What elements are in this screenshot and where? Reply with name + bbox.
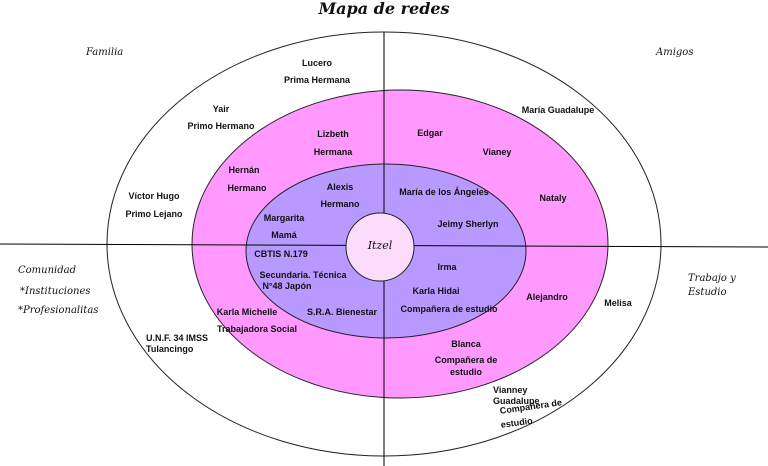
person-name: Karla Hidai [412, 286, 460, 296]
person-name: María Guadalupe [521, 105, 595, 115]
institution-label: Secundaria. Técnica [259, 270, 347, 280]
person-role: Hermana [313, 147, 353, 157]
center-circle [345, 212, 415, 282]
institution-label: U.N.F. 34 IMSS [146, 333, 209, 343]
person-name: Víctor Hugo [128, 191, 180, 201]
note-profesionalitas: *Profesionalitas [18, 305, 99, 316]
person-name: Vianey [482, 147, 512, 157]
person-name: Lizbeth [317, 129, 349, 139]
center-label: Itzel [367, 239, 393, 252]
institution-label: S.R.A. Bienestar [306, 307, 378, 317]
quadrant-trabajo: Trabajo y Estudio [688, 273, 736, 298]
person-name: Karla Michelle [216, 307, 278, 317]
person-role: Primo Hermano [187, 121, 255, 131]
institution-label: CBTIS N.179 [254, 249, 308, 259]
person-name: Jeimy Sherlyn [437, 219, 499, 229]
person-name: Melisa [604, 298, 632, 308]
person-name: Alejandro [526, 292, 568, 302]
person-name: María de los Ángeles [399, 187, 489, 197]
person-role: Hermano [320, 199, 360, 209]
institution-label: Tulancingo [146, 344, 194, 354]
person-role: Hermano [227, 183, 267, 193]
institution-label: N°48 Japón [262, 281, 312, 291]
person-role: Compañera de [434, 355, 498, 365]
person-name: Margarita [263, 213, 305, 223]
map-title: Mapa de redes [318, 0, 450, 18]
person-name: Blanca [451, 339, 481, 349]
person-name: Alexis [326, 182, 354, 192]
person-name: Irma [437, 262, 457, 272]
person-name: Vianney [493, 385, 528, 395]
person-role: estudio [449, 367, 483, 377]
quadrant-familia: Familia [86, 47, 124, 58]
person-name: Yair [212, 104, 230, 114]
person-role: Trabajadora Social [216, 324, 298, 334]
note-instituciones: *Instituciones [20, 286, 91, 297]
quadrant-amigos: Amigos [656, 47, 694, 58]
person-role: Prima Hermana [283, 75, 351, 85]
person-name: Nataly [539, 193, 567, 203]
person-role: Primo Lejano [125, 209, 183, 219]
quadrant-comunidad: Comunidad [18, 265, 76, 276]
person-role: Compañera de estudio [400, 304, 498, 314]
person-role: Mamá [271, 230, 297, 240]
person-name: Hernán [228, 165, 260, 175]
person-name: Edgar [417, 128, 443, 138]
person-name: Lucero [301, 58, 333, 68]
person-name: Guadalupe [493, 396, 540, 406]
